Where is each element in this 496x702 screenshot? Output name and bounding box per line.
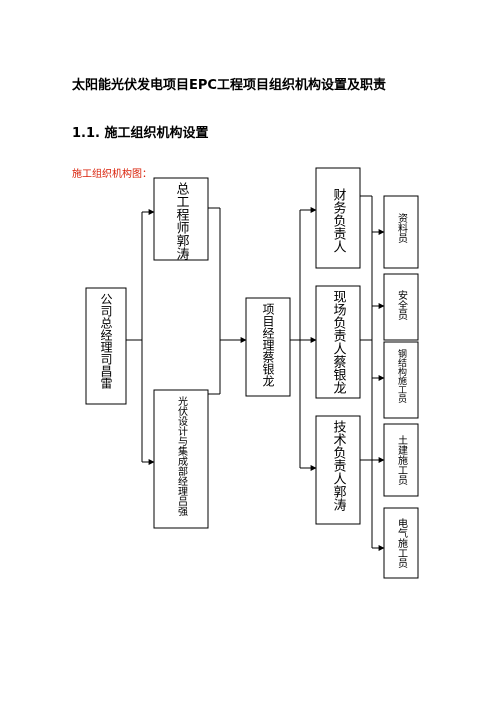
node-project-manager-label: 项目经理蔡银龙	[261, 303, 275, 387]
section-heading: 1.1. 施工组织机构设置	[72, 126, 209, 141]
node-safety-officer-label: 安全员	[396, 289, 408, 321]
document-title: 太阳能光伏发电项目EPC工程项目组织机构设置及职责	[72, 78, 386, 93]
node-steel-structure-worker: 钢结构施工员	[383, 341, 419, 419]
node-tech-lead: 技术负责人郭涛	[315, 415, 361, 525]
node-company-gm: 公司总经理司昌雷	[85, 287, 127, 405]
node-pv-design-manager: 光伏设计与集成部经理吕强	[153, 389, 209, 529]
node-chief-engineer-label: 总工程师郭涛	[174, 182, 190, 260]
node-finance-lead-label: 财务负责人	[331, 188, 347, 253]
org-chart-connectors	[126, 195, 385, 551]
node-document-clerk: 资料员	[383, 195, 419, 269]
node-finance-lead: 财务负责人	[315, 167, 361, 269]
node-civil-worker: 土建施工员	[383, 423, 419, 497]
node-company-gm-label: 公司总经理司昌雷	[99, 293, 113, 390]
node-steel-structure-worker-label: 钢结构施工员	[396, 348, 407, 404]
node-document-clerk-label: 资料员	[396, 213, 408, 244]
node-site-lead: 现场负责人蔡银龙	[315, 285, 361, 399]
node-civil-worker-label: 土建施工员	[396, 434, 408, 486]
node-site-lead-label: 现场负责人蔡银龙	[331, 290, 347, 395]
node-tech-lead-label: 技术负责人郭涛	[331, 420, 347, 511]
node-electrical-worker: 电气施工员	[383, 507, 419, 579]
org-chart-caption: 施工组织机构图：	[72, 169, 152, 180]
node-pv-design-manager-label: 光伏设计与集成部经理吕强	[176, 395, 188, 517]
node-project-manager: 项目经理蔡银龙	[245, 297, 291, 397]
node-chief-engineer: 总工程师郭涛	[153, 177, 209, 261]
node-safety-officer: 安全员	[383, 273, 419, 341]
node-electrical-worker-label: 电气施工员	[396, 517, 408, 569]
